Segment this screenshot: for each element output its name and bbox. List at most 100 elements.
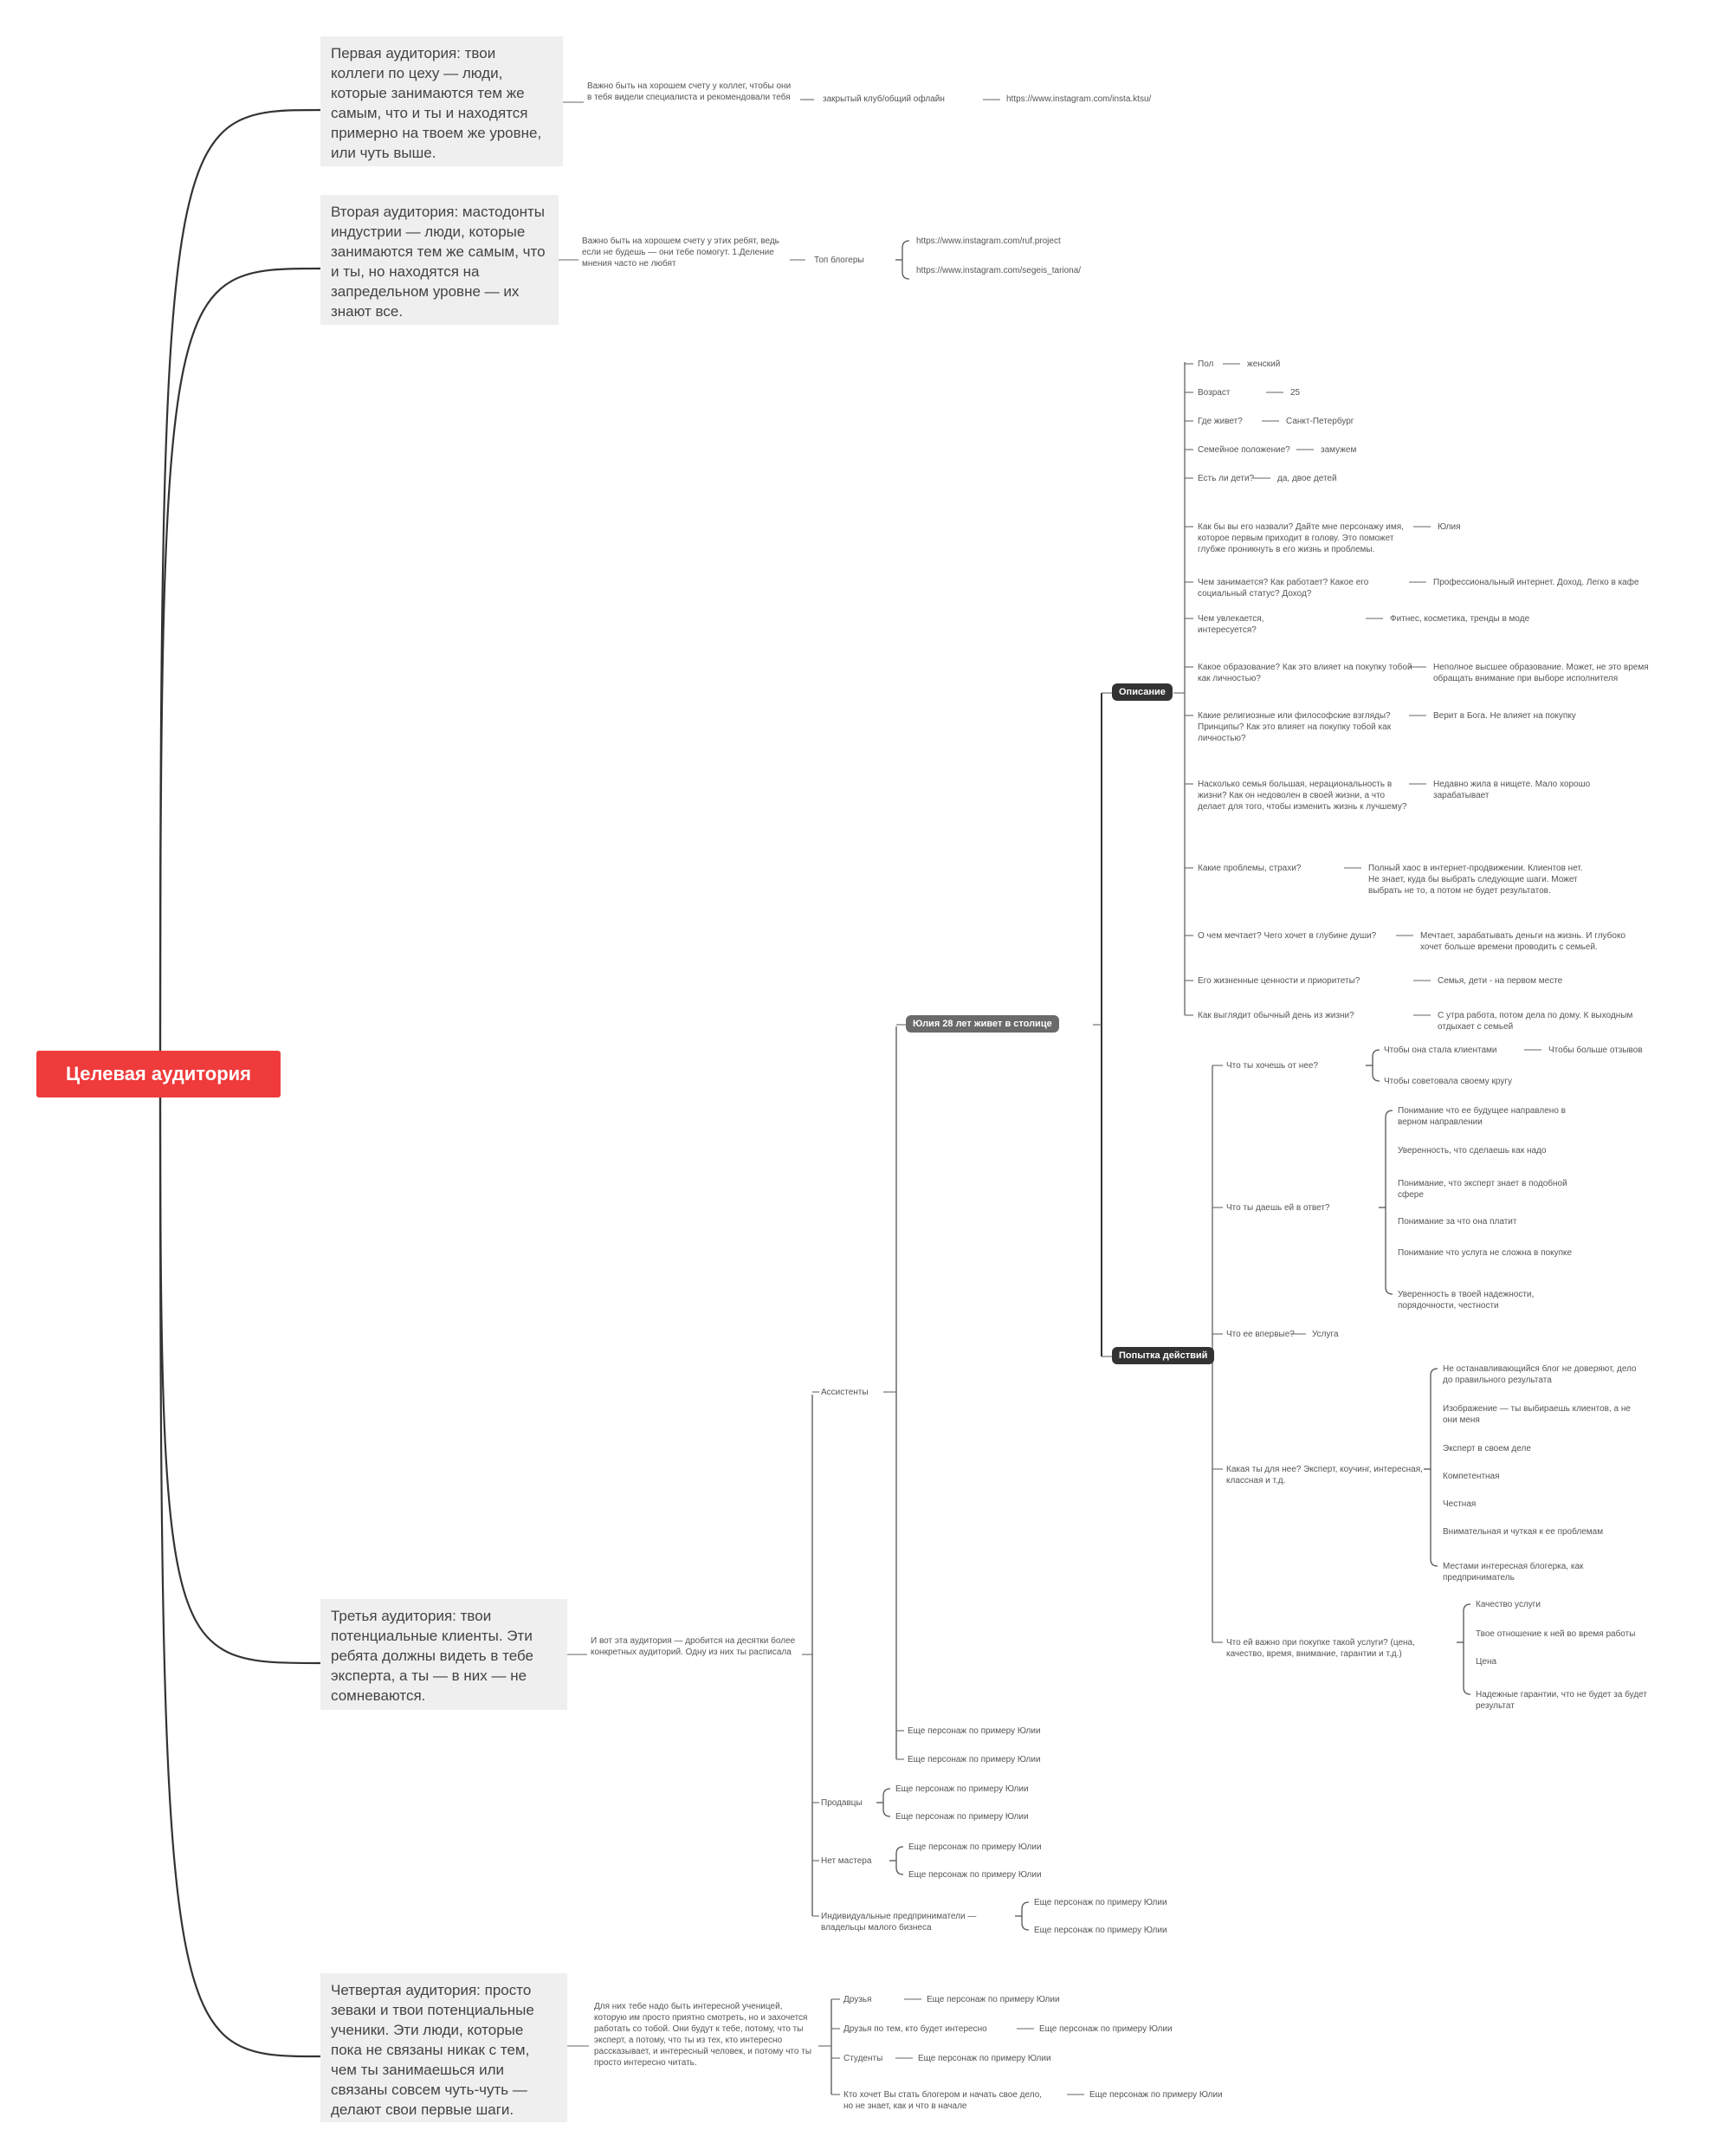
audience-3-no-master[interactable]: Нет мастера (821, 1856, 872, 1866)
audience-4-value-2: Еще персонаж по примеру Юлии (1039, 2024, 1173, 2034)
actions-item-2[interactable]: Что ты даешь ей в ответ? (1226, 1203, 1330, 1213)
important-item-4[interactable]: Надежные гарантии, что не будет за будет… (1476, 1690, 1647, 1711)
persona-placeholder-2[interactable]: Еще персонаж по примеру Юлии (908, 1755, 1041, 1764)
give-item-5[interactable]: Понимание что услуга не сложна в покупке (1398, 1248, 1573, 1258)
audience-3-sellers[interactable]: Продавцы (821, 1798, 863, 1808)
audience-2-link-1[interactable]: https://www.instagram.com/ruf.project (916, 236, 1061, 246)
description-value-4: замужем (1321, 445, 1357, 455)
you-are-item-1[interactable]: Не останавливающийся блог не доверяют, д… (1443, 1364, 1637, 1385)
description-item-5[interactable]: Есть ли дети? (1198, 474, 1255, 483)
audience-2-top-bloggers[interactable]: Топ блогеры (814, 256, 864, 265)
important-item-2[interactable]: Твое отношение к ней во время работы (1476, 1629, 1636, 1639)
audience-node-1[interactable]: Первая аудитория: твои коллеги по цеху —… (320, 36, 563, 166)
want-recommend[interactable]: Чтобы советовала своему кругу (1384, 1077, 1513, 1086)
audience-4-note: Для них тебе надо быть интересной учениц… (594, 2002, 812, 2068)
actions-item-5[interactable]: Что ей важно при покупке такой услуги? (… (1226, 1638, 1415, 1659)
want-clients[interactable]: Чтобы она стала клиентами (1384, 1046, 1497, 1055)
description-item-8[interactable]: Чем увлекается, интересуется? (1198, 614, 1264, 635)
audience-1-link[interactable]: https://www.instagram.com/insta.ktsu/ (1006, 94, 1152, 104)
actions-5-bracket (1463, 1603, 1471, 1695)
you-are-item-4[interactable]: Компетентная (1443, 1472, 1500, 1481)
no-master-persona-2[interactable]: Еще персонаж по примеру Юлии (908, 1870, 1042, 1880)
root-branch-3 (158, 1073, 321, 1665)
no-master-persona-1[interactable]: Еще персонаж по примеру Юлии (908, 1842, 1042, 1852)
audience-2-bracket (902, 240, 910, 280)
audience-node-3[interactable]: Третья аудитория: твои потенциальные кли… (320, 1599, 567, 1710)
description-item-12[interactable]: Какие проблемы, страхи? (1198, 864, 1302, 873)
audience-node-2[interactable]: Вторая аудитория: мастодонты индустрии —… (320, 195, 559, 325)
description-item-11[interactable]: Насколько семья большая, нерациональност… (1198, 780, 1407, 812)
persona-julia[interactable]: Юлия 28 лет живет в столице (906, 1015, 1059, 1033)
audience-4-value-1: Еще персонаж по примеру Юлии (927, 1995, 1060, 2004)
important-item-3[interactable]: Цена (1476, 1657, 1497, 1667)
description-value-10: Верит в Бога. Не влияет на покупку (1433, 711, 1576, 721)
sellers-persona-2[interactable]: Еще персонаж по примеру Юлии (895, 1812, 1029, 1822)
audience-3-assistants[interactable]: Ассистенты (821, 1388, 869, 1397)
audience-4-item-3[interactable]: Студенты (843, 2054, 883, 2063)
you-are-item-3[interactable]: Эксперт в своем деле (1443, 1444, 1531, 1454)
description-item-10[interactable]: Какие религиозные или философские взгляд… (1198, 711, 1392, 743)
actions-node[interactable]: Попытка действий (1112, 1347, 1215, 1364)
audience-4-item-2[interactable]: Друзья по тем, кто будет интересно (843, 2024, 987, 2034)
description-item-1[interactable]: Пол (1198, 359, 1214, 369)
audience-2-note: Важно быть на хорошем счету у этих ребят… (582, 236, 779, 269)
root-branch-2 (158, 267, 321, 1075)
entrepreneurs-bracket (1021, 1901, 1030, 1931)
root-branch-1 (158, 108, 321, 1075)
description-item-9[interactable]: Какое образование? Как это влияет на пок… (1198, 663, 1412, 683)
audience-node-4[interactable]: Четвертая аудитория: просто зеваки и тво… (320, 1973, 567, 2122)
actions-4-bracket (1430, 1368, 1438, 1567)
description-value-14: Семья, дети - на первом месте (1438, 976, 1563, 986)
important-item-1[interactable]: Качество услуги (1476, 1600, 1541, 1609)
persona-placeholder-1[interactable]: Еще персонаж по примеру Юлии (908, 1726, 1041, 1736)
description-item-14[interactable]: Его жизненные ценности и приоритеты? (1198, 976, 1360, 986)
actions-item-4[interactable]: Какая ты для нее? Эксперт, коучинг, инте… (1226, 1465, 1423, 1486)
description-value-13: Мечтает, зарабатывать деньги на жизнь. И… (1420, 931, 1625, 952)
audience-3-entrepreneurs[interactable]: Индивидуальные предприниматели — владель… (821, 1912, 977, 1933)
give-item-4[interactable]: Понимание за что она платит (1398, 1217, 1517, 1227)
you-are-item-7[interactable]: Местами интересная блогерка, как предпри… (1443, 1562, 1584, 1583)
audience-4-item-4[interactable]: Кто хочет Вы стать блогером и начать сво… (843, 2090, 1043, 2111)
description-value-15: С утра работа, потом дела по дому. К вых… (1438, 1011, 1633, 1032)
description-value-6: Юлия (1438, 522, 1461, 532)
actions-2-bracket (1385, 1110, 1393, 1295)
description-value-2: 25 (1290, 388, 1301, 398)
give-item-1[interactable]: Понимание что ее будущее направлено в ве… (1398, 1106, 1566, 1127)
audience-4-item-1[interactable]: Друзья (843, 1995, 872, 2004)
sellers-persona-1[interactable]: Еще персонаж по примеру Юлии (895, 1784, 1029, 1794)
audience-4-value-4: Еще персонаж по примеру Юлии (1089, 2090, 1223, 2100)
description-item-4[interactable]: Семейное положение? (1198, 445, 1290, 455)
entrepreneurs-persona-2[interactable]: Еще персонаж по примеру Юлии (1034, 1926, 1167, 1935)
audience-4-value-3: Еще персонаж по примеру Юлии (918, 2054, 1051, 2063)
description-value-5: да, двое детей (1277, 474, 1337, 483)
entrepreneurs-persona-1[interactable]: Еще персонаж по примеру Юлии (1034, 1898, 1167, 1907)
give-item-3[interactable]: Понимание, что эксперт знает в подобной … (1398, 1179, 1567, 1200)
description-item-2[interactable]: Возраст (1198, 388, 1231, 398)
audience-2-link-2[interactable]: https://www.instagram.com/segeis_tariona… (916, 266, 1082, 275)
actions-item-3[interactable]: Что ее впервые? (1226, 1330, 1295, 1339)
root-branch-4 (158, 1073, 321, 2058)
description-item-15[interactable]: Как выглядит обычный день из жизни? (1198, 1011, 1354, 1020)
you-are-item-6[interactable]: Внимательная и чуткая к ее проблемам (1443, 1527, 1604, 1537)
description-item-7[interactable]: Чем занимается? Как работает? Какое его … (1198, 578, 1369, 599)
you-are-item-5[interactable]: Честная (1443, 1499, 1477, 1509)
actions-item-1[interactable]: Что ты хочешь от нее? (1226, 1061, 1318, 1071)
description-node[interactable]: Описание (1112, 683, 1173, 701)
want-clients-value: Чтобы больше отзывов (1548, 1046, 1643, 1055)
description-value-11: Недавно жила в нищете. Мало хорошо зараб… (1433, 780, 1591, 800)
audience-1-club[interactable]: закрытый клуб/общий офлайн (823, 94, 945, 104)
description-item-13[interactable]: О чем мечтает? Чего хочет в глубине души… (1198, 931, 1377, 941)
first-value: Услуга (1312, 1330, 1339, 1339)
description-value-3: Санкт-Петербург (1286, 417, 1354, 426)
you-are-item-2[interactable]: Изображение — ты выбираешь клиентов, а н… (1443, 1404, 1631, 1425)
description-item-3[interactable]: Где живет? (1198, 417, 1243, 426)
audience-3-note: И вот эта аудитория — дробится на десятк… (591, 1636, 796, 1657)
no-master-bracket (895, 1846, 904, 1875)
description-item-6[interactable]: Как бы вы его назвали? Дайте мне персона… (1198, 522, 1404, 554)
give-item-2[interactable]: Уверенность, что сделаешь как надо (1398, 1146, 1547, 1156)
audience-1-note: Важно быть на хорошем счету у коллег, чт… (587, 81, 792, 102)
root-node[interactable]: Целевая аудитория (36, 1051, 281, 1097)
give-item-6[interactable]: Уверенность в твоей надежности, порядочн… (1398, 1290, 1535, 1311)
